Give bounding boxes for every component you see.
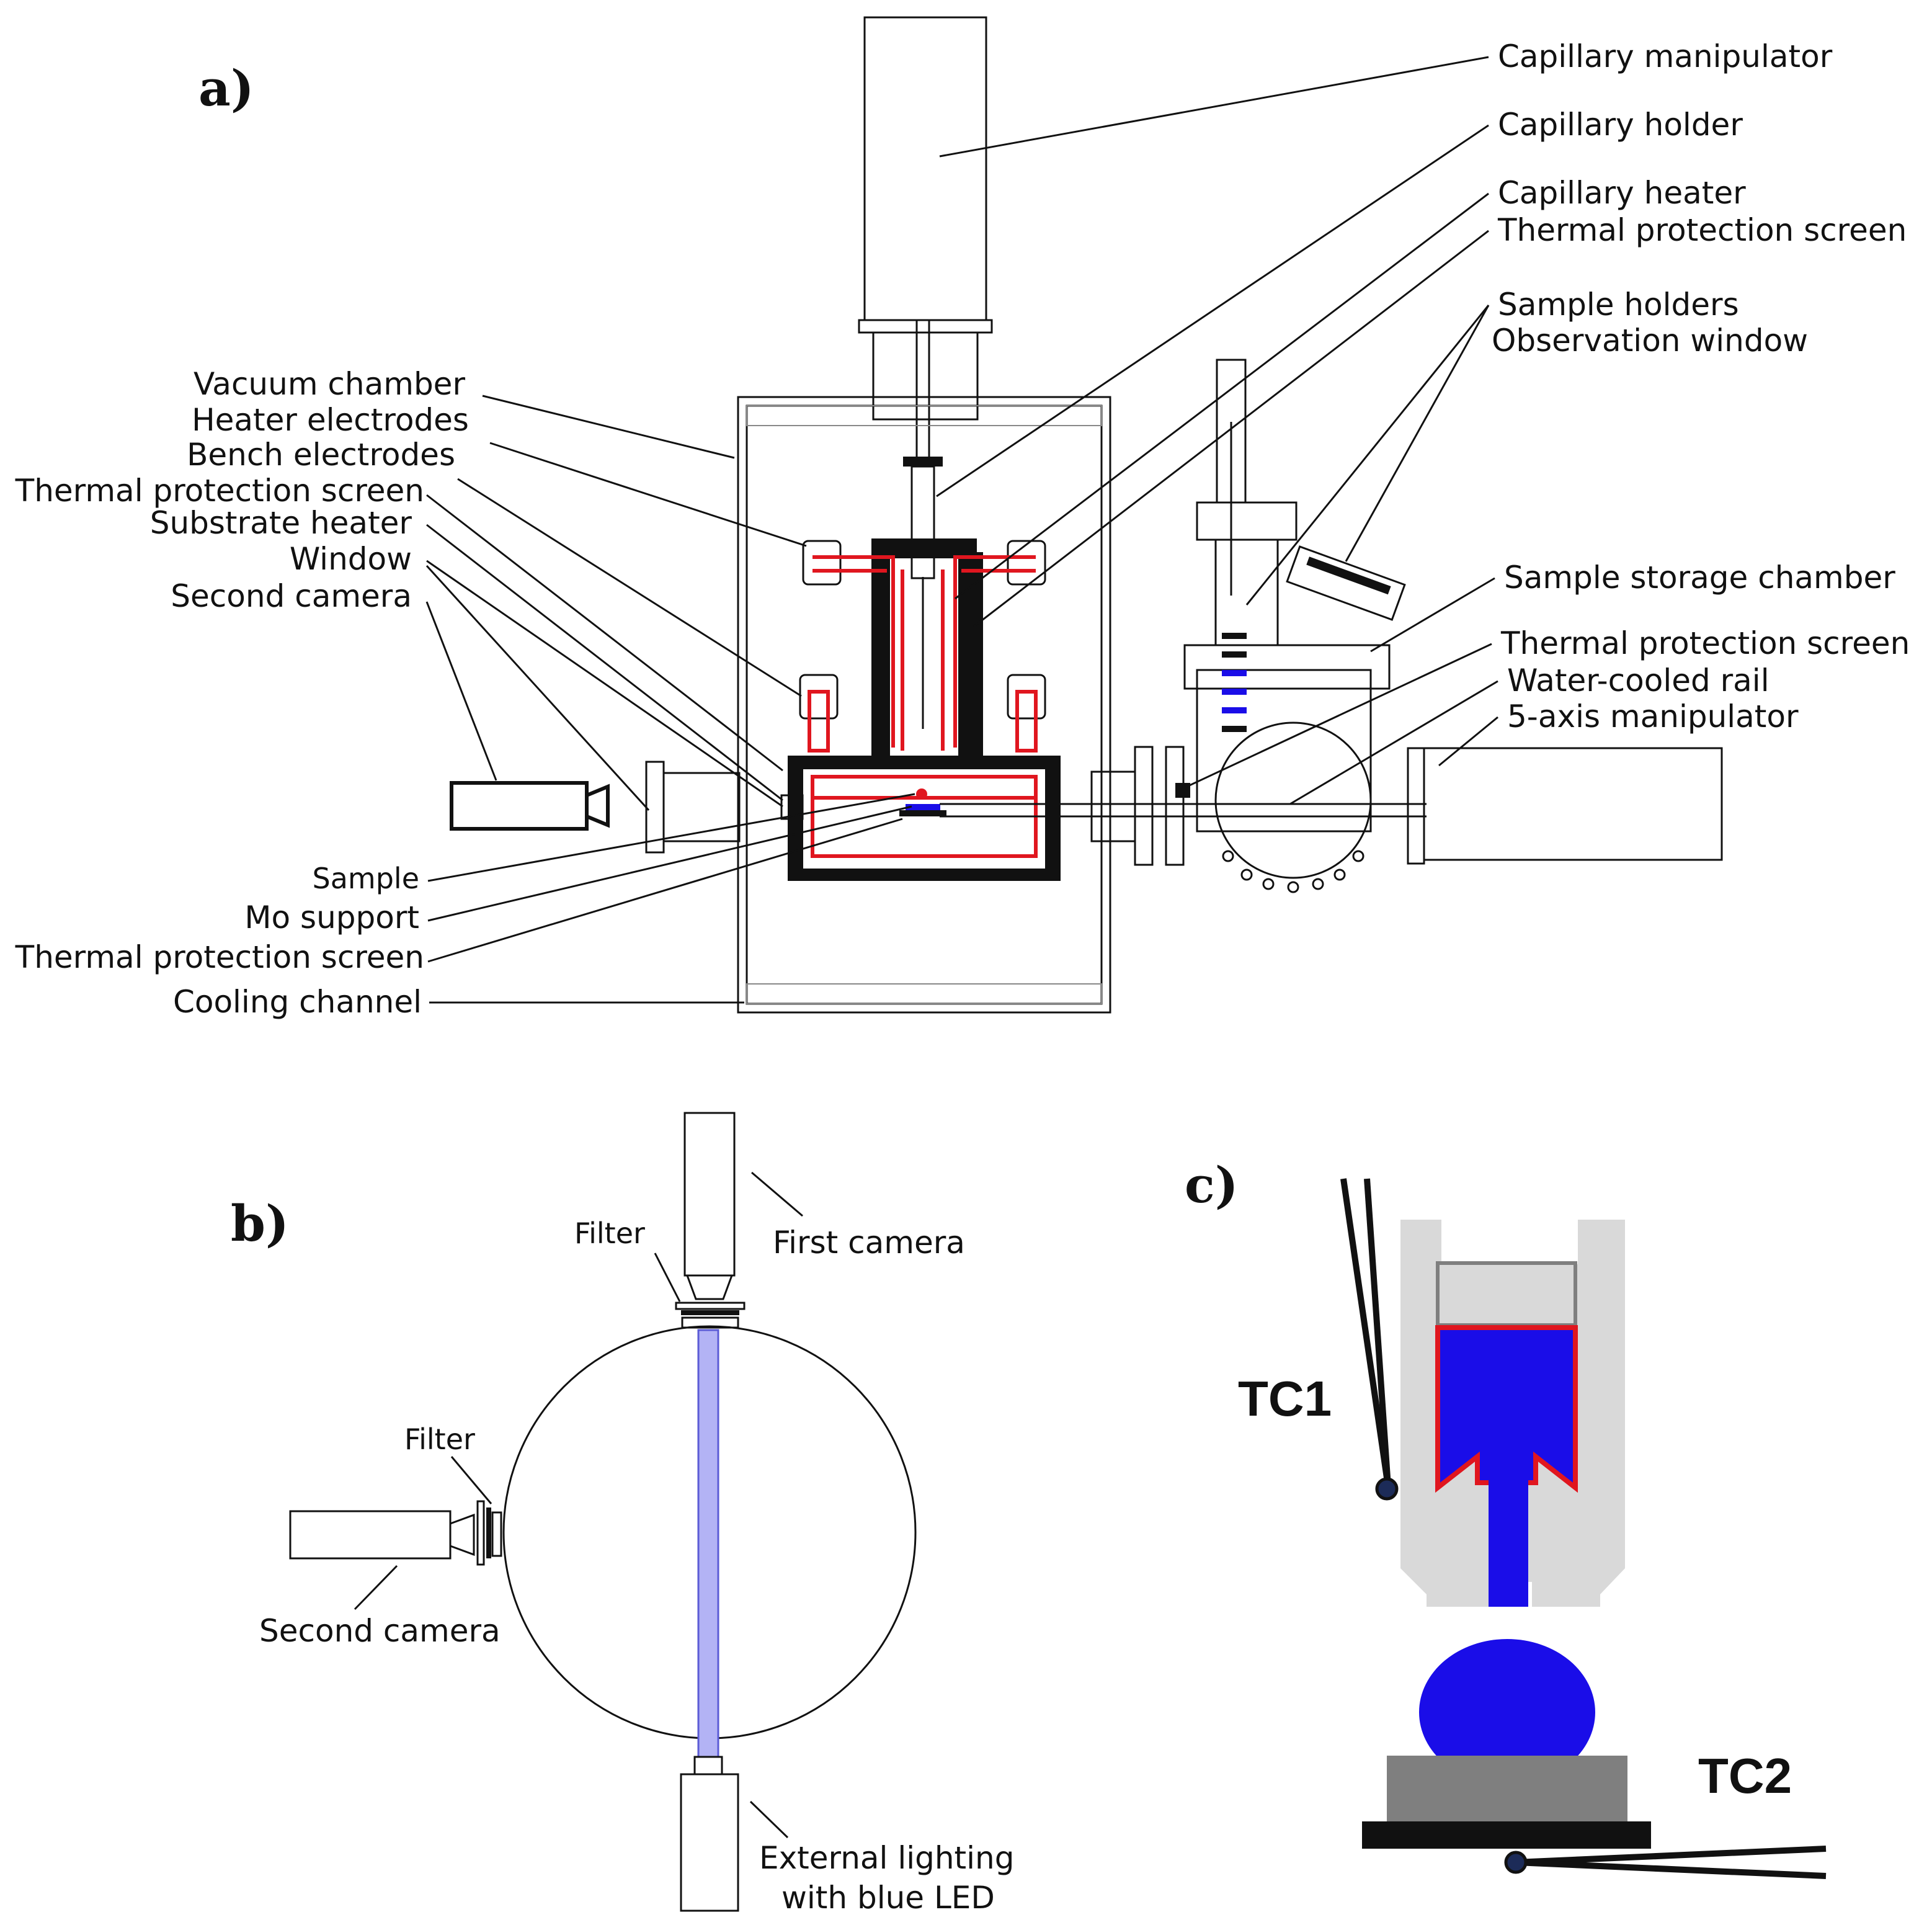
bench-electrode-left	[799, 674, 839, 720]
label-mo-support: Mo support	[244, 900, 419, 936]
capillary-manipulator-box	[863, 16, 987, 321]
label-observation-window: Observation window	[1492, 323, 1808, 359]
thermocouple-tc2	[1504, 1846, 1827, 1879]
thermocouple-tc1	[1340, 1178, 1399, 1501]
rail-flange-2	[1165, 746, 1185, 866]
label-bench-electrodes: Bench electrodes	[187, 437, 455, 473]
blue-led-beam	[697, 1329, 719, 1758]
vacuum-chamber-outer	[737, 396, 1111, 1014]
sample-holders-stack	[1222, 633, 1247, 732]
storage-body	[1196, 669, 1372, 833]
filter-left-mount	[491, 1511, 502, 1557]
bench-electrode-right	[1007, 674, 1046, 720]
filter-top-mount	[681, 1316, 739, 1329]
second-camera-lens-b	[449, 1513, 475, 1557]
label-substrate-heater: Substrate heater	[150, 505, 412, 541]
window-glass	[780, 794, 804, 820]
label-tc1: TC1	[1238, 1371, 1332, 1426]
bench-red-right	[1015, 690, 1038, 753]
label-external-lighting-2: with blue LED	[781, 1880, 995, 1916]
label-tc2: TC2	[1698, 1748, 1792, 1803]
filter-left-plate-1	[476, 1500, 485, 1566]
label-capillary-holder: Capillary holder	[1498, 107, 1743, 143]
filter-top-plate-2	[681, 1310, 739, 1315]
label-thermal-protection-screen-2: Thermal protection screen	[1500, 625, 1910, 661]
label-thermal-protection-screen-3: Thermal protection screen	[15, 473, 424, 509]
flange-bolts	[1222, 850, 1364, 893]
mo-support	[899, 810, 946, 816]
storage-upper-tube	[1214, 538, 1279, 646]
label-thermal-protection-screen-4: Thermal protection screen	[15, 939, 424, 975]
label-external-lighting-1: External lighting	[759, 1840, 1014, 1876]
label-first-camera: First camera	[773, 1225, 965, 1261]
filter-top-plate-1	[675, 1302, 746, 1310]
capillary-holder-top	[903, 457, 943, 467]
panel-a-label: a)	[198, 59, 254, 117]
label-heater-electrodes: Heater electrodes	[192, 402, 469, 438]
second-camera-body	[450, 781, 589, 831]
first-camera-lens	[685, 1274, 734, 1300]
bench-red-left	[808, 690, 830, 753]
panel-c-label: c)	[1185, 1156, 1239, 1214]
label-sample-storage-chamber: Sample storage chamber	[1504, 560, 1895, 596]
second-camera-lens	[585, 784, 610, 828]
label-window: Window	[290, 541, 412, 577]
panel-a: a)	[15, 16, 1910, 1020]
capillary-stream	[1489, 1476, 1528, 1607]
label-filter-top: Filter	[574, 1217, 645, 1250]
substrate-thermal-screen	[788, 756, 1061, 881]
observation-window	[1286, 545, 1406, 621]
label-second-camera-b: Second camera	[259, 1613, 501, 1649]
storage-mid-flange	[1183, 644, 1391, 690]
manipulator-flange-right	[1407, 747, 1425, 865]
melt-in-capillary	[1435, 1325, 1578, 1493]
rail-port	[1090, 770, 1136, 842]
led-connector	[693, 1756, 723, 1775]
panel-b: b) Filter First camera Filter Second cam…	[231, 1112, 1014, 1916]
holder-cavity	[1436, 1261, 1577, 1327]
mo-support-c	[1387, 1756, 1627, 1821]
label-five-axis-manipulator: 5-axis manipulator	[1507, 699, 1799, 735]
label-water-cooled-rail: Water-cooled rail	[1507, 663, 1770, 699]
substrate-base-c	[1362, 1821, 1651, 1849]
window-tube	[662, 772, 741, 842]
label-thermal-protection-screen-1: Thermal protection screen	[1497, 212, 1907, 248]
manipulator-flange	[858, 319, 993, 334]
label-sample: Sample	[313, 862, 419, 895]
label-vacuum-chamber: Vacuum chamber	[194, 366, 465, 402]
label-filter-left: Filter	[404, 1423, 475, 1456]
capillary-holder-body	[910, 465, 935, 579]
filter-left-plate-2	[486, 1507, 491, 1558]
cooling-channel-top	[746, 405, 1102, 426]
second-camera-body-b	[289, 1510, 452, 1560]
heater-electrode-right	[1007, 540, 1046, 586]
cooling-channel-bottom	[746, 983, 1102, 1004]
left-leader-lines	[425, 395, 915, 1004]
manipulator-neck	[872, 331, 979, 421]
rail-flange-1	[1134, 746, 1154, 866]
external-lighting-body	[680, 1773, 739, 1912]
heater-electrode-left	[802, 540, 842, 586]
right-leader-lines	[936, 56, 1498, 805]
storage-flange-circle	[1214, 721, 1372, 879]
sample-blue	[906, 804, 940, 811]
capillary-heater-screen	[871, 538, 983, 756]
panel-b-leaders	[354, 1171, 803, 1839]
panel-c: c) TC1 TC2	[1185, 1156, 1827, 1879]
label-second-camera-a: Second camera	[171, 578, 412, 614]
label-cooling-channel: Cooling channel	[173, 984, 422, 1020]
panel-b-label: b)	[231, 1194, 289, 1253]
sample-drop	[916, 788, 927, 800]
storage-top-flange	[1196, 501, 1298, 541]
capillary-heater-cap	[871, 538, 977, 550]
label-sample-holders: Sample holders	[1498, 287, 1739, 323]
first-camera-body	[683, 1112, 736, 1277]
five-axis-manipulator-box	[1423, 747, 1723, 861]
sample-drop-c	[1419, 1639, 1595, 1785]
heater-red-left	[812, 555, 895, 748]
label-capillary-manipulator: Capillary manipulator	[1498, 38, 1833, 74]
label-capillary-heater: Capillary heater	[1498, 175, 1746, 211]
